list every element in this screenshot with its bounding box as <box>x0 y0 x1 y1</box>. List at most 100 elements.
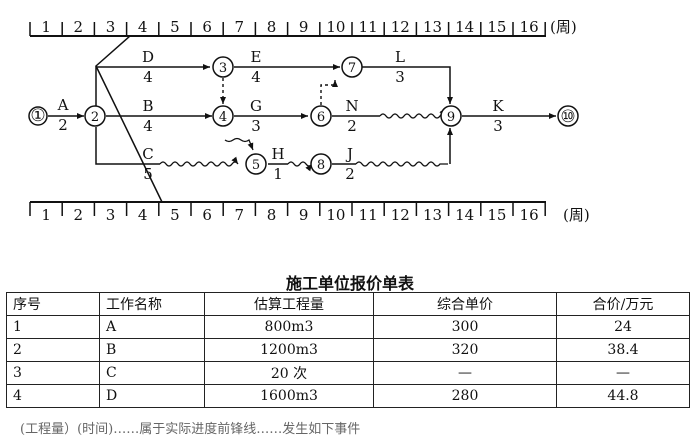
activity-L-duration: 3 <box>395 68 405 86</box>
arrow-L <box>362 66 453 104</box>
bottom-scale-number: 16 <box>520 206 539 224</box>
activity-D-duration: 4 <box>143 68 153 86</box>
node-5 <box>245 153 267 175</box>
cell-serial: 2 <box>6 338 100 362</box>
bottom-scale-number: 10 <box>326 206 345 224</box>
node-9 <box>440 105 462 127</box>
node-5-label: 5 <box>252 158 260 173</box>
bottom-scale-number: 7 <box>235 206 245 224</box>
cell-total: 44.8 <box>556 384 690 408</box>
bottom-scale-number: 4 <box>138 206 148 224</box>
table-row: 4 D 1600m3 280 44.8 <box>6 384 690 408</box>
header-total: 合价/万元 <box>556 292 690 316</box>
node-6 <box>310 105 332 127</box>
node-1 <box>28 106 48 126</box>
activity-D-name: D <box>142 48 154 66</box>
cell-serial: 3 <box>6 361 100 385</box>
bottom-scale-number: 12 <box>391 206 410 224</box>
activity-B-name: B <box>142 97 153 115</box>
activity-N-duration: 2 <box>347 117 357 135</box>
activity-N-name: N <box>345 97 358 115</box>
cell-unit-price: 280 <box>373 384 557 408</box>
table-title: 施工单位报价单表 <box>285 274 414 293</box>
node-4 <box>212 105 234 127</box>
activity-G-duration: 3 <box>251 117 261 135</box>
dummy-6-7 <box>320 80 338 105</box>
table-header-row: 序号 工作名称 估算工程量 综合单价 合价/万元 <box>6 292 690 316</box>
node-7-label: 7 <box>348 61 356 76</box>
top-scale-number: 5 <box>170 18 180 36</box>
bottom-scale-number: 11 <box>359 206 378 224</box>
arrow-D <box>95 64 210 106</box>
top-scale-number: 3 <box>106 18 116 36</box>
bottom-scale-number: 6 <box>202 206 212 224</box>
wavy-J <box>355 161 448 167</box>
cell-work-name: D <box>99 384 205 408</box>
header-serial: 序号 <box>6 292 100 316</box>
top-scale-number: 14 <box>455 18 474 36</box>
bottom-scale-number: 13 <box>423 206 442 224</box>
table-row: 2 B 1200m3 320 38.4 <box>6 338 690 362</box>
node-8-label: 8 <box>317 158 325 173</box>
cell-total: — <box>556 361 690 385</box>
activity-H-duration: 1 <box>273 165 283 183</box>
activity-L-name: L <box>395 48 405 66</box>
node-10-label: ⑩ <box>560 107 575 127</box>
table-row: 3 C 20 次 — — <box>6 361 690 385</box>
bottom-scale-number: 2 <box>74 206 84 224</box>
top-scale-number: 9 <box>299 18 309 36</box>
cell-unit-price: — <box>373 361 557 385</box>
cell-unit-price: 300 <box>373 315 557 339</box>
top-scale-number: 12 <box>391 18 410 36</box>
cell-work-name: C <box>99 361 205 385</box>
top-scale-number: 6 <box>202 18 212 36</box>
activity-G-name: G <box>250 97 262 115</box>
cell-work-name: B <box>99 338 205 362</box>
progress-front-line <box>95 35 163 203</box>
cell-quantity: 20 次 <box>204 361 374 385</box>
top-scale-number: 2 <box>74 18 84 36</box>
activity-C-name: C <box>142 145 153 163</box>
node-7 <box>341 56 363 78</box>
top-scale-number: 7 <box>235 18 245 36</box>
node-4-label: 4 <box>219 110 227 125</box>
top-scale-number: 4 <box>138 18 148 36</box>
node-9-label: 9 <box>447 110 455 125</box>
activity-A-duration: 2 <box>58 116 68 134</box>
bottom-scale-number: 8 <box>267 206 277 224</box>
wavy-H <box>287 161 313 172</box>
bottom-scale-number: 14 <box>455 206 474 224</box>
bottom-scale-number: 1 <box>41 206 51 224</box>
activity-A-name: A <box>57 96 69 114</box>
activity-J-duration: 2 <box>345 165 355 183</box>
top-scale-number: 10 <box>326 18 345 36</box>
wavy-N <box>379 108 447 119</box>
cell-work-name: A <box>99 315 205 339</box>
top-scale-unit: (周) <box>550 18 577 36</box>
top-scale-number: 15 <box>487 18 506 36</box>
cell-total: 24 <box>556 315 690 339</box>
bottom-scale-number: 5 <box>170 206 180 224</box>
activity-C-duration: 5 <box>143 165 153 183</box>
activity-B-duration: 4 <box>143 117 153 135</box>
top-scale-number: 1 <box>41 18 51 36</box>
header-work-name: 工作名称 <box>99 292 205 316</box>
arrow-C-solid <box>95 127 160 165</box>
activity-K-name: K <box>492 97 504 115</box>
node-6-label: 6 <box>317 110 325 125</box>
cell-serial: 1 <box>6 315 100 339</box>
wavy-C <box>159 156 239 167</box>
header-unit-price: 综合单价 <box>373 292 557 316</box>
cell-quantity: 1600m3 <box>204 384 374 408</box>
node-3 <box>212 56 234 78</box>
bottom-scale-number: 15 <box>487 206 506 224</box>
top-scale-number: 11 <box>359 18 378 36</box>
node-10 <box>557 105 579 127</box>
activity-H-name: H <box>271 145 284 163</box>
node-2 <box>84 105 106 127</box>
top-scale-number: 13 <box>423 18 442 36</box>
cell-unit-price: 320 <box>373 338 557 362</box>
node-3-label: 3 <box>219 61 227 76</box>
